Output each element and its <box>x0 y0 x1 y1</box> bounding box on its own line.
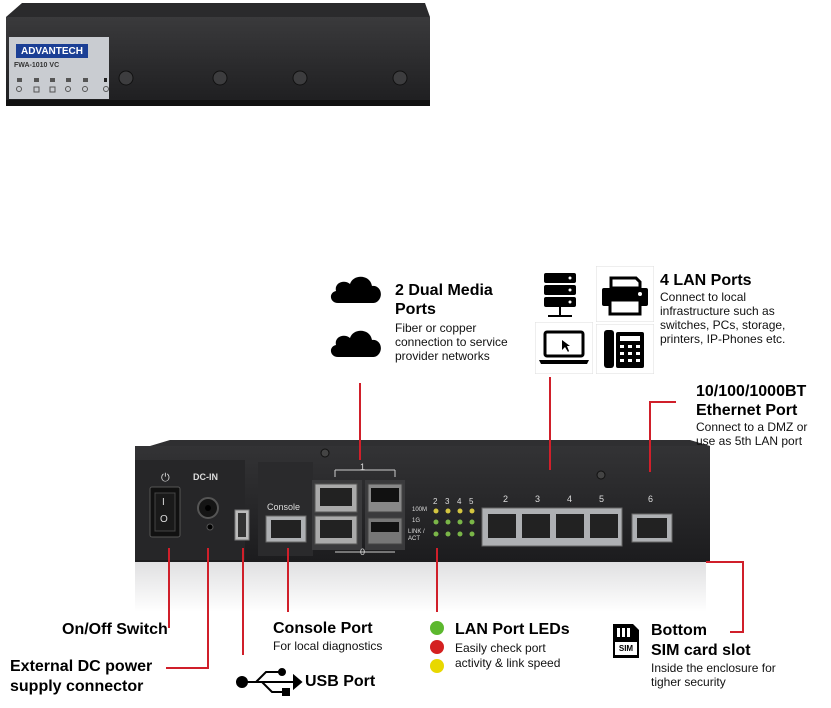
ip-phone-icon <box>596 324 654 374</box>
dual-media-callout: 2 Dual Media Ports Fiber or copper conne… <box>395 281 520 363</box>
ethernet-title: 10/100/1000BT Ethernet Port <box>696 383 807 419</box>
laptop-icon <box>535 322 593 374</box>
dual-port-bottom-number: 0 <box>360 547 366 557</box>
sim-desc: Inside the enclosure for tigher security <box>651 661 776 689</box>
usb-label: USB Port <box>305 673 376 690</box>
leds-title: LAN Port LEDs <box>455 621 570 638</box>
front-device-image <box>6 3 430 106</box>
lan-number-4: 4 <box>567 494 573 504</box>
dual-media-desc: Fiber or copper connection to service pr… <box>395 321 508 363</box>
cloud-icon <box>330 276 381 303</box>
eth-number-6: 6 <box>648 494 654 504</box>
sim-callout: Bottom SIM card slot Inside the enclosur… <box>651 621 781 689</box>
lan-ports-title: 4 LAN Ports <box>660 272 752 289</box>
led-number-2: 2 <box>433 497 438 506</box>
sim-title-line1: Bottom <box>651 622 707 639</box>
power-off-mark: O <box>160 514 168 525</box>
led-row-100m: 100M <box>412 507 428 513</box>
power-on-mark: I <box>162 497 165 508</box>
lan-ports-desc: Connect to local infrastructure such as … <box>660 290 786 346</box>
ethernet-callout: 10/100/1000BT Ethernet Port Connect to a… <box>696 382 826 448</box>
leds-callout: LAN Port LEDs Easily check port activity… <box>455 620 585 671</box>
sim-card-icon <box>613 624 639 658</box>
usb-icon <box>236 668 303 696</box>
lan-number-3: 3 <box>535 494 541 504</box>
onoff-label: On/Off Switch <box>62 621 168 638</box>
led-number-3: 3 <box>445 497 450 506</box>
dc-power-label: External DC power supply connector <box>10 658 153 695</box>
dual-port-top-number: 1 <box>360 462 366 472</box>
sim-badge: SIM <box>618 644 634 653</box>
lan-number-5: 5 <box>599 494 605 504</box>
lan-number-2: 2 <box>503 494 509 504</box>
console-title: Console Port <box>273 620 373 637</box>
console-desc: For local diagnostics <box>273 639 383 653</box>
server-icon <box>544 273 576 317</box>
power-icon: ⏻ <box>161 472 170 484</box>
console-port-label: Console <box>267 502 301 512</box>
dc-in-label: DC-IN <box>193 472 218 482</box>
led-row-link-act: LINK / ACT <box>408 529 425 542</box>
dual-media-title: 2 Dual Media Ports <box>395 282 493 318</box>
console-callout: Console Port For local diagnostics <box>273 619 403 653</box>
printer-icon <box>596 266 654 322</box>
leds-desc: Easily check port activity & link speed <box>455 641 561 670</box>
front-brand-logo: ADVANTECH <box>20 46 84 57</box>
led-number-4: 4 <box>457 497 462 506</box>
sim-title-line2: SIM card slot <box>651 642 751 659</box>
ethernet-desc: Connect to a DMZ or use as 5th LAN port <box>696 420 808 448</box>
led-row-1g: 1G <box>412 518 421 524</box>
front-model-label: FWA-1010 VC <box>14 62 60 69</box>
lan-ports-callout: 4 LAN Ports Connect to local infrastruct… <box>660 271 800 346</box>
cloud-icon <box>330 330 381 357</box>
led-number-5: 5 <box>469 497 474 506</box>
